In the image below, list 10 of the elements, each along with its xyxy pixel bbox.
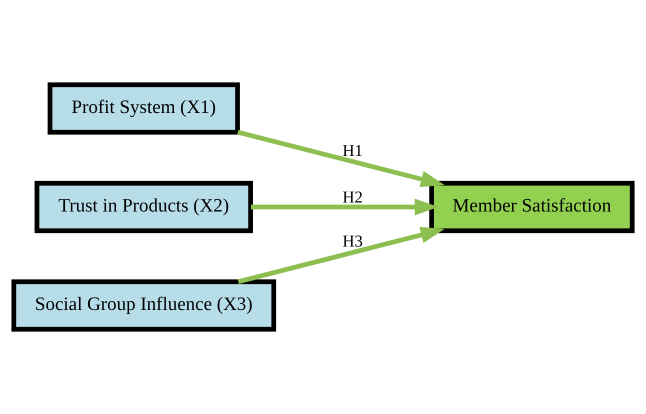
node-box: Profit System (X1) (48, 82, 240, 135)
node-box: Member Satisfaction (429, 180, 635, 234)
arrow (237, 130, 445, 188)
edge-label: H1 (342, 141, 363, 160)
edge-label: H2 (342, 187, 363, 206)
node-box: Social Group Influence (X3) (11, 279, 276, 332)
arrow (238, 226, 444, 284)
edge-label: H3 (342, 231, 363, 250)
arrow (250, 198, 439, 216)
node-box: Trust in Products (X2) (34, 180, 253, 234)
